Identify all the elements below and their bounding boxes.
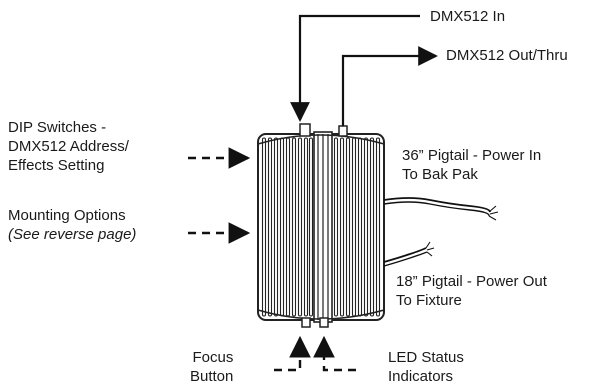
- led-status-line-1: LED Status: [388, 349, 464, 366]
- dip-switches-label: DIP Switches - DMX512 Address/ Effects S…: [8, 118, 129, 175]
- pigtail-in-label: 36” Pigtail - Power In To Bak Pak: [402, 146, 541, 184]
- cooling-fin: [369, 137, 375, 317]
- cooling-fin: [261, 137, 267, 317]
- pigtail-in-line-2: To Bak Pak: [402, 166, 478, 183]
- mounting-line-2: (See reverse page): [8, 226, 137, 243]
- led-status-line-2: Indicators: [388, 368, 454, 385]
- pigtail-out-label: 18” Pigtail - Power Out To Fixture: [396, 272, 547, 310]
- dip-switches-line-2: DMX512 Address/: [8, 138, 129, 155]
- cooling-fin: [339, 137, 345, 317]
- cooling-fin: [357, 137, 363, 317]
- focus-button-label: Focus Button: [190, 348, 233, 386]
- dmx-out-connector: [338, 125, 348, 137]
- mounting-label: Mounting Options (See reverse page): [8, 206, 136, 244]
- cooling-fin: [297, 137, 303, 317]
- enclosure-icon: [257, 123, 385, 328]
- focus-button-arrow: [274, 335, 311, 372]
- cooling-fin: [303, 137, 309, 317]
- pigtail-out-cable: [383, 241, 435, 267]
- dmx-out-label: DMX512 Out/Thru: [446, 46, 568, 65]
- dip-switches-line-1: DIP Switches -: [8, 119, 107, 136]
- dmx-out-text: DMX512 Out/Thru: [446, 47, 568, 64]
- mounting-line-1: Mounting Options: [8, 207, 126, 224]
- dmx-in-text: DMX512 In: [430, 8, 506, 25]
- cooling-fin: [333, 137, 339, 317]
- focus-button-line-1: Focus: [192, 349, 234, 366]
- dmx-out-arrow: [341, 46, 438, 126]
- pigtail-in-line-1: 36” Pigtail - Power In: [402, 147, 542, 164]
- dmx-in-arrow: [290, 14, 420, 122]
- pigtail-in-cable: [383, 197, 499, 221]
- cooling-fin: [308, 137, 314, 317]
- cooling-fin: [363, 137, 369, 317]
- cooling-fin: [267, 137, 273, 317]
- cooling-fin: [273, 137, 279, 317]
- cooling-fin: [291, 137, 297, 317]
- led-status-label: LED Status Indicators: [388, 348, 464, 386]
- pigtail-out-line-2: To Fixture: [396, 292, 462, 309]
- led-indicator-nub: [319, 317, 329, 328]
- led-status-arrow: [313, 335, 356, 372]
- cooling-fins: [261, 137, 381, 317]
- cooling-fin: [375, 137, 381, 317]
- cooling-fin: [345, 137, 351, 317]
- cooling-fin: [285, 137, 291, 317]
- cooling-fin: [279, 137, 285, 317]
- pigtail-out-line-1: 18” Pigtail - Power Out: [396, 273, 547, 290]
- dip-switches-line-3: Effects Setting: [8, 157, 105, 174]
- dmx-in-label: DMX512 In: [430, 7, 505, 26]
- focus-button-line-2: Button: [190, 368, 234, 385]
- cooling-fin: [351, 137, 357, 317]
- focus-button-nub: [301, 317, 311, 328]
- dmx-in-connector: [299, 123, 311, 137]
